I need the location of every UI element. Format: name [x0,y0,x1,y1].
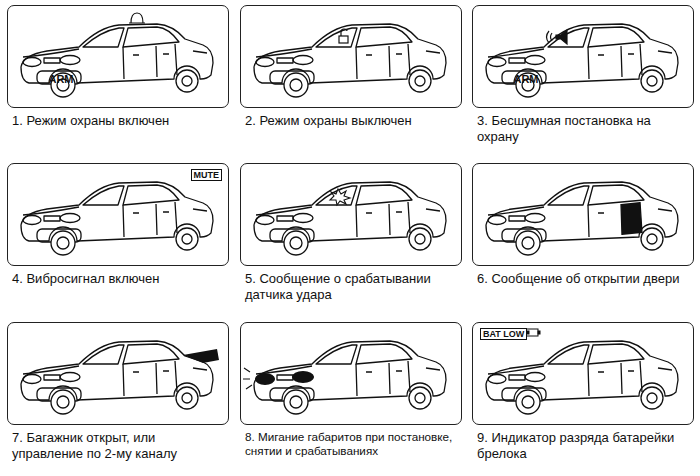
car-drawing [254,182,446,255]
state-panel: 5. Сообщение о срабатывании датчика удар… [240,163,462,266]
state-panel: 7. Багажник открыт, или управление по 2-… [7,322,229,425]
car-drawing [21,182,213,255]
caption: 5. Сообщение о срабатывании датчика удар… [245,271,463,303]
state-panel: BAT LOW9. Индикатор разряда батарейки бр… [472,322,694,425]
car-drawing [486,182,678,255]
car-drawing [254,24,446,97]
state-panel: MUTE4. Вибросигнал включен [7,163,229,266]
caption: 8. Мигание габаритов при постановке, сня… [245,430,463,458]
alarm-icon [129,13,145,23]
flashing-lights [243,368,314,389]
caption: 7. Багажник открыт, или управление по 2-… [12,430,230,462]
state-panel: ARM3. Бесшумная постановка на охрану [472,5,694,108]
caption: 9. Индикатор разряда батарейки брелока [477,430,695,462]
state-panel: 2. Режим охраны выключен [240,5,462,108]
caption: 6. Сообщение об открытии двери [477,271,695,287]
state-panel: 8. Мигание габаритов при постановке, сня… [240,322,462,425]
car-drawing [243,341,446,414]
indicator-label: ARM [39,73,83,86]
unlocked-icon [339,29,348,43]
indicator-label: ARM [504,73,548,86]
caption: 4. Вибросигнал включен [12,271,230,287]
open-trunk [183,349,219,363]
car-drawing [21,341,219,414]
shock-icon [330,189,350,205]
car-drawing [486,329,678,414]
car-drawing [486,24,678,97]
caption: 3. Бесшумная постановка на охрану [477,113,695,145]
speaker-icon [547,30,568,44]
indicator-label: MUTE [191,169,223,181]
open-door [621,202,642,235]
indicator-label: BAT LOW [480,328,527,340]
caption: 2. Режим охраны выключен [245,113,463,129]
state-panel: 6. Сообщение об открытии двери [472,163,694,266]
caption: 1. Режим охраны включен [12,113,230,129]
car-drawing [21,13,213,97]
state-panel: ARM1. Режим охраны включен [7,5,229,108]
